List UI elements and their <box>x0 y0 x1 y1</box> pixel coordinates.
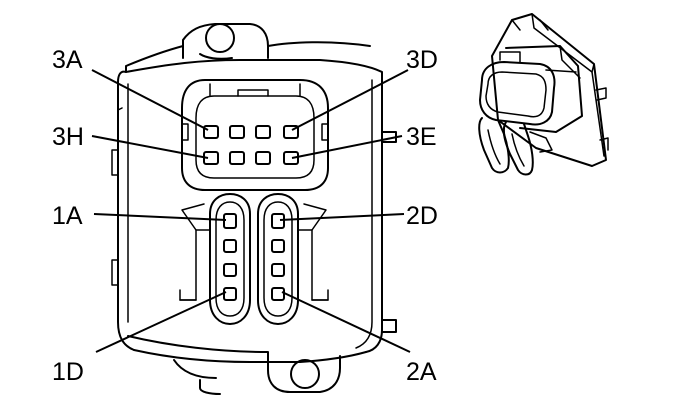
callout-labels: 3A 3D 3H 3E 1A 2D 1D 2A <box>52 46 438 386</box>
pin-3B <box>229 125 245 139</box>
pin-3F <box>255 151 271 165</box>
leader-3H <box>91 135 209 159</box>
iso-mount-plate <box>491 13 607 167</box>
leader-2D <box>279 213 405 221</box>
connector-1-shroud <box>209 193 251 325</box>
top-mounting-ear <box>125 23 269 73</box>
connector-face-view <box>111 23 397 395</box>
callout-1A: 1A <box>52 202 83 230</box>
leader-1A <box>93 213 227 221</box>
connector-3-shroud <box>181 79 329 191</box>
housing-outline <box>117 59 383 353</box>
callout-3E: 3E <box>406 123 437 151</box>
iso-body <box>505 45 583 133</box>
pin-2A <box>271 287 285 301</box>
bottom-ear-hole <box>290 359 320 389</box>
top-ear-hole <box>205 23 235 53</box>
pin-3E <box>283 151 299 165</box>
pin-3G <box>229 151 245 165</box>
callout-3A: 3A <box>52 46 83 74</box>
leader-2A <box>281 291 411 353</box>
pin-2B <box>271 263 285 277</box>
leader-3E <box>291 135 403 159</box>
callout-2D: 2D <box>406 202 438 230</box>
pin-1B <box>223 239 237 253</box>
pin-1A <box>223 213 237 229</box>
pin-1D <box>223 287 237 301</box>
connector-1-block <box>179 193 251 325</box>
callout-3D: 3D <box>406 46 438 74</box>
callout-2A: 2A <box>406 358 437 386</box>
connector-2-block <box>257 193 329 325</box>
pin-2D <box>271 213 285 229</box>
leader-1D <box>95 291 227 353</box>
pin-2C <box>271 239 285 253</box>
callout-1D: 1D <box>52 358 84 386</box>
leader-3A <box>91 69 209 131</box>
callout-3H: 3H <box>52 123 84 151</box>
connector-isometric-view <box>478 13 609 176</box>
pin-3C <box>255 125 271 139</box>
bottom-mounting-ear <box>127 335 341 393</box>
pin-1C <box>223 263 237 277</box>
iso-connector-3 <box>479 61 556 126</box>
callout-leaders <box>91 69 411 353</box>
pin-3A <box>203 125 219 139</box>
connector-3-block <box>181 79 329 191</box>
iso-connector-2 <box>502 121 534 176</box>
leader-3D <box>291 69 409 131</box>
